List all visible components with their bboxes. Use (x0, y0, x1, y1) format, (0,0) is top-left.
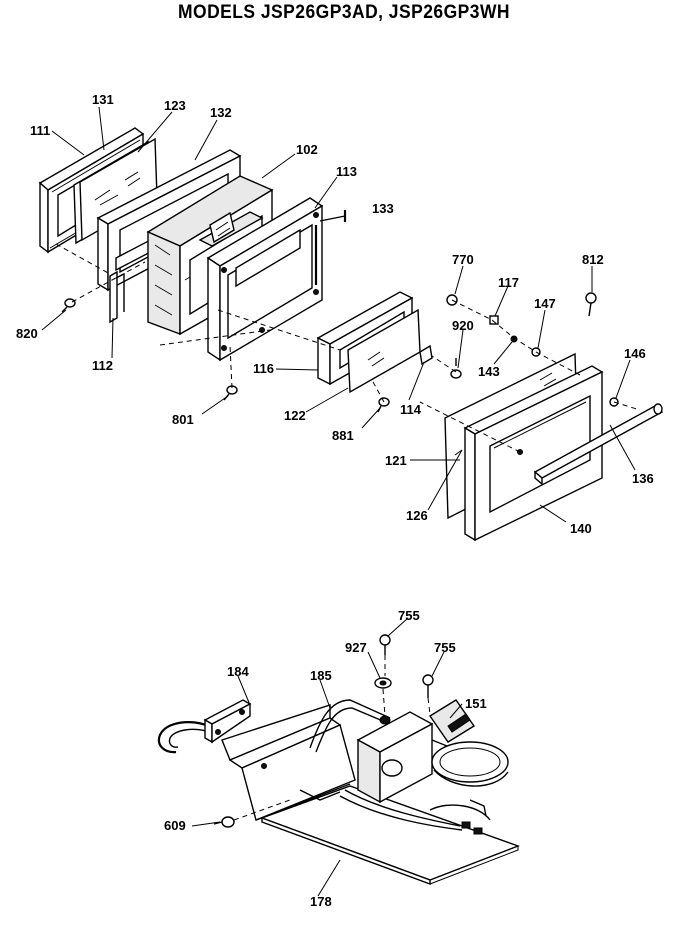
callout-122: 122 (284, 408, 306, 423)
callout-117: 117 (498, 275, 519, 290)
hinge-assembly-lines (233, 655, 431, 821)
screw-755-top (379, 634, 391, 655)
callout-121: 121 (385, 453, 407, 468)
part-143-washer (510, 335, 518, 343)
callout-116: 116 (253, 361, 274, 376)
callout-143: 143 (478, 364, 500, 379)
screw-920 (450, 358, 462, 379)
callout-126: 126 (406, 508, 428, 523)
callout-112: 112 (92, 358, 113, 373)
callout-920: 920 (452, 318, 474, 333)
part-151-motor (356, 699, 475, 804)
callout-102: 102 (296, 142, 318, 157)
screw-755-right (422, 674, 434, 698)
callout-123: 123 (164, 98, 186, 113)
callout-147: 147 (534, 296, 556, 311)
door-assembly-drawing: 131 123 132 111 102 113 133 820 112 801 … (16, 92, 664, 542)
callout-136: 136 (632, 471, 654, 486)
wire-harness (339, 789, 491, 835)
callout-801: 801 (172, 412, 194, 427)
part-114-clip (419, 344, 433, 366)
hinge-leader-lines (191, 617, 463, 897)
assembly-lines (55, 243, 641, 453)
part-136-handle (533, 403, 664, 486)
callout-881: 881 (332, 428, 354, 443)
callout-609: 609 (164, 818, 186, 833)
callout-812: 812 (582, 252, 604, 267)
screw-820 (61, 298, 76, 313)
part-112-side-rail (109, 270, 125, 324)
callout-140: 140 (570, 521, 592, 536)
callout-755-right: 755 (434, 640, 456, 655)
hinge-assembly-drawing: 755 927 755 184 185 151 609 178 (157, 608, 521, 909)
callout-770: 770 (452, 252, 474, 267)
washer-927 (374, 677, 392, 689)
callout-755-top: 755 (398, 608, 420, 623)
part-133-screw (319, 210, 347, 222)
callout-111: 111 (30, 123, 50, 138)
page-title: MODELS JSP26GP3AD, JSP26GP3WH (178, 2, 510, 23)
door-callouts: 131 123 132 111 102 113 133 820 112 801 … (16, 92, 654, 536)
callout-151: 151 (465, 696, 487, 711)
screw-812 (585, 292, 597, 317)
callout-131: 131 (92, 92, 114, 107)
callout-927: 927 (345, 640, 367, 655)
part-185-arm (221, 699, 391, 821)
hinge-callouts: 755 927 755 184 185 151 609 178 (164, 608, 487, 909)
callout-146: 146 (624, 346, 646, 361)
callout-178: 178 (310, 894, 332, 909)
part-178-base-plate (259, 785, 521, 886)
callout-114: 114 (400, 402, 422, 417)
part-140-door-frame (463, 365, 604, 542)
callout-185: 185 (310, 668, 332, 683)
part-117-spacer (489, 315, 499, 325)
screw-609 (213, 816, 235, 828)
callout-132: 132 (210, 105, 232, 120)
leader-lines (41, 106, 636, 523)
part-113-inner-panel (206, 197, 324, 362)
callout-820: 820 (16, 326, 38, 341)
callout-133: 133 (372, 201, 394, 216)
motor-disk (431, 741, 509, 787)
callout-113: 113 (336, 164, 357, 179)
callout-184: 184 (227, 664, 249, 679)
